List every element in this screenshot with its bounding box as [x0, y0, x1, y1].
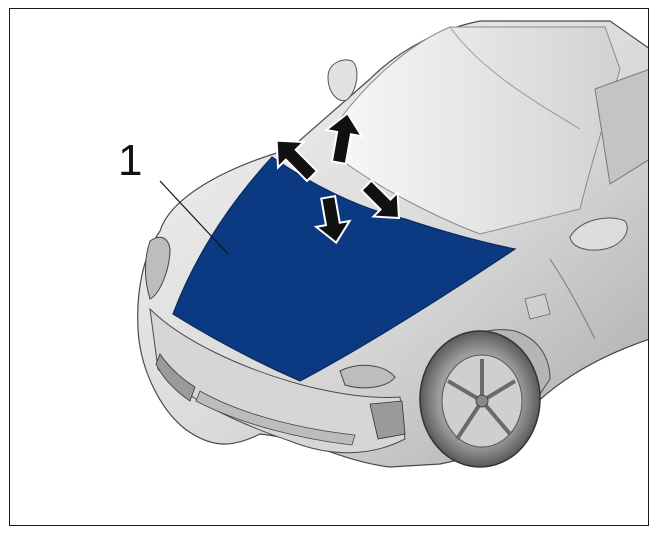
arrow-up-right-icon [323, 111, 364, 166]
front-bumper [149, 307, 406, 454]
right-headlight [339, 364, 396, 389]
right-mirror [569, 217, 628, 251]
lower-grille [195, 390, 356, 446]
arrow-up-left-icon [275, 139, 319, 183]
air-intake-left [155, 353, 196, 402]
car-illustration [137, 20, 648, 468]
air-intake-right [369, 400, 406, 440]
side-window [594, 69, 648, 185]
arrow-down-right-icon [360, 179, 401, 220]
charging-flap [524, 293, 551, 320]
left-mirror [327, 59, 358, 101]
wheel-hub [475, 394, 489, 408]
door-line [549, 258, 596, 340]
diagram-frame: 1 [9, 8, 649, 526]
callout-leader-line [159, 180, 229, 255]
arrow-down-icon [313, 194, 352, 245]
callout-label-1: 1 [118, 136, 143, 185]
wheel-spokes [446, 359, 517, 441]
left-headlight [145, 236, 171, 300]
a-pillar-line [449, 26, 581, 130]
